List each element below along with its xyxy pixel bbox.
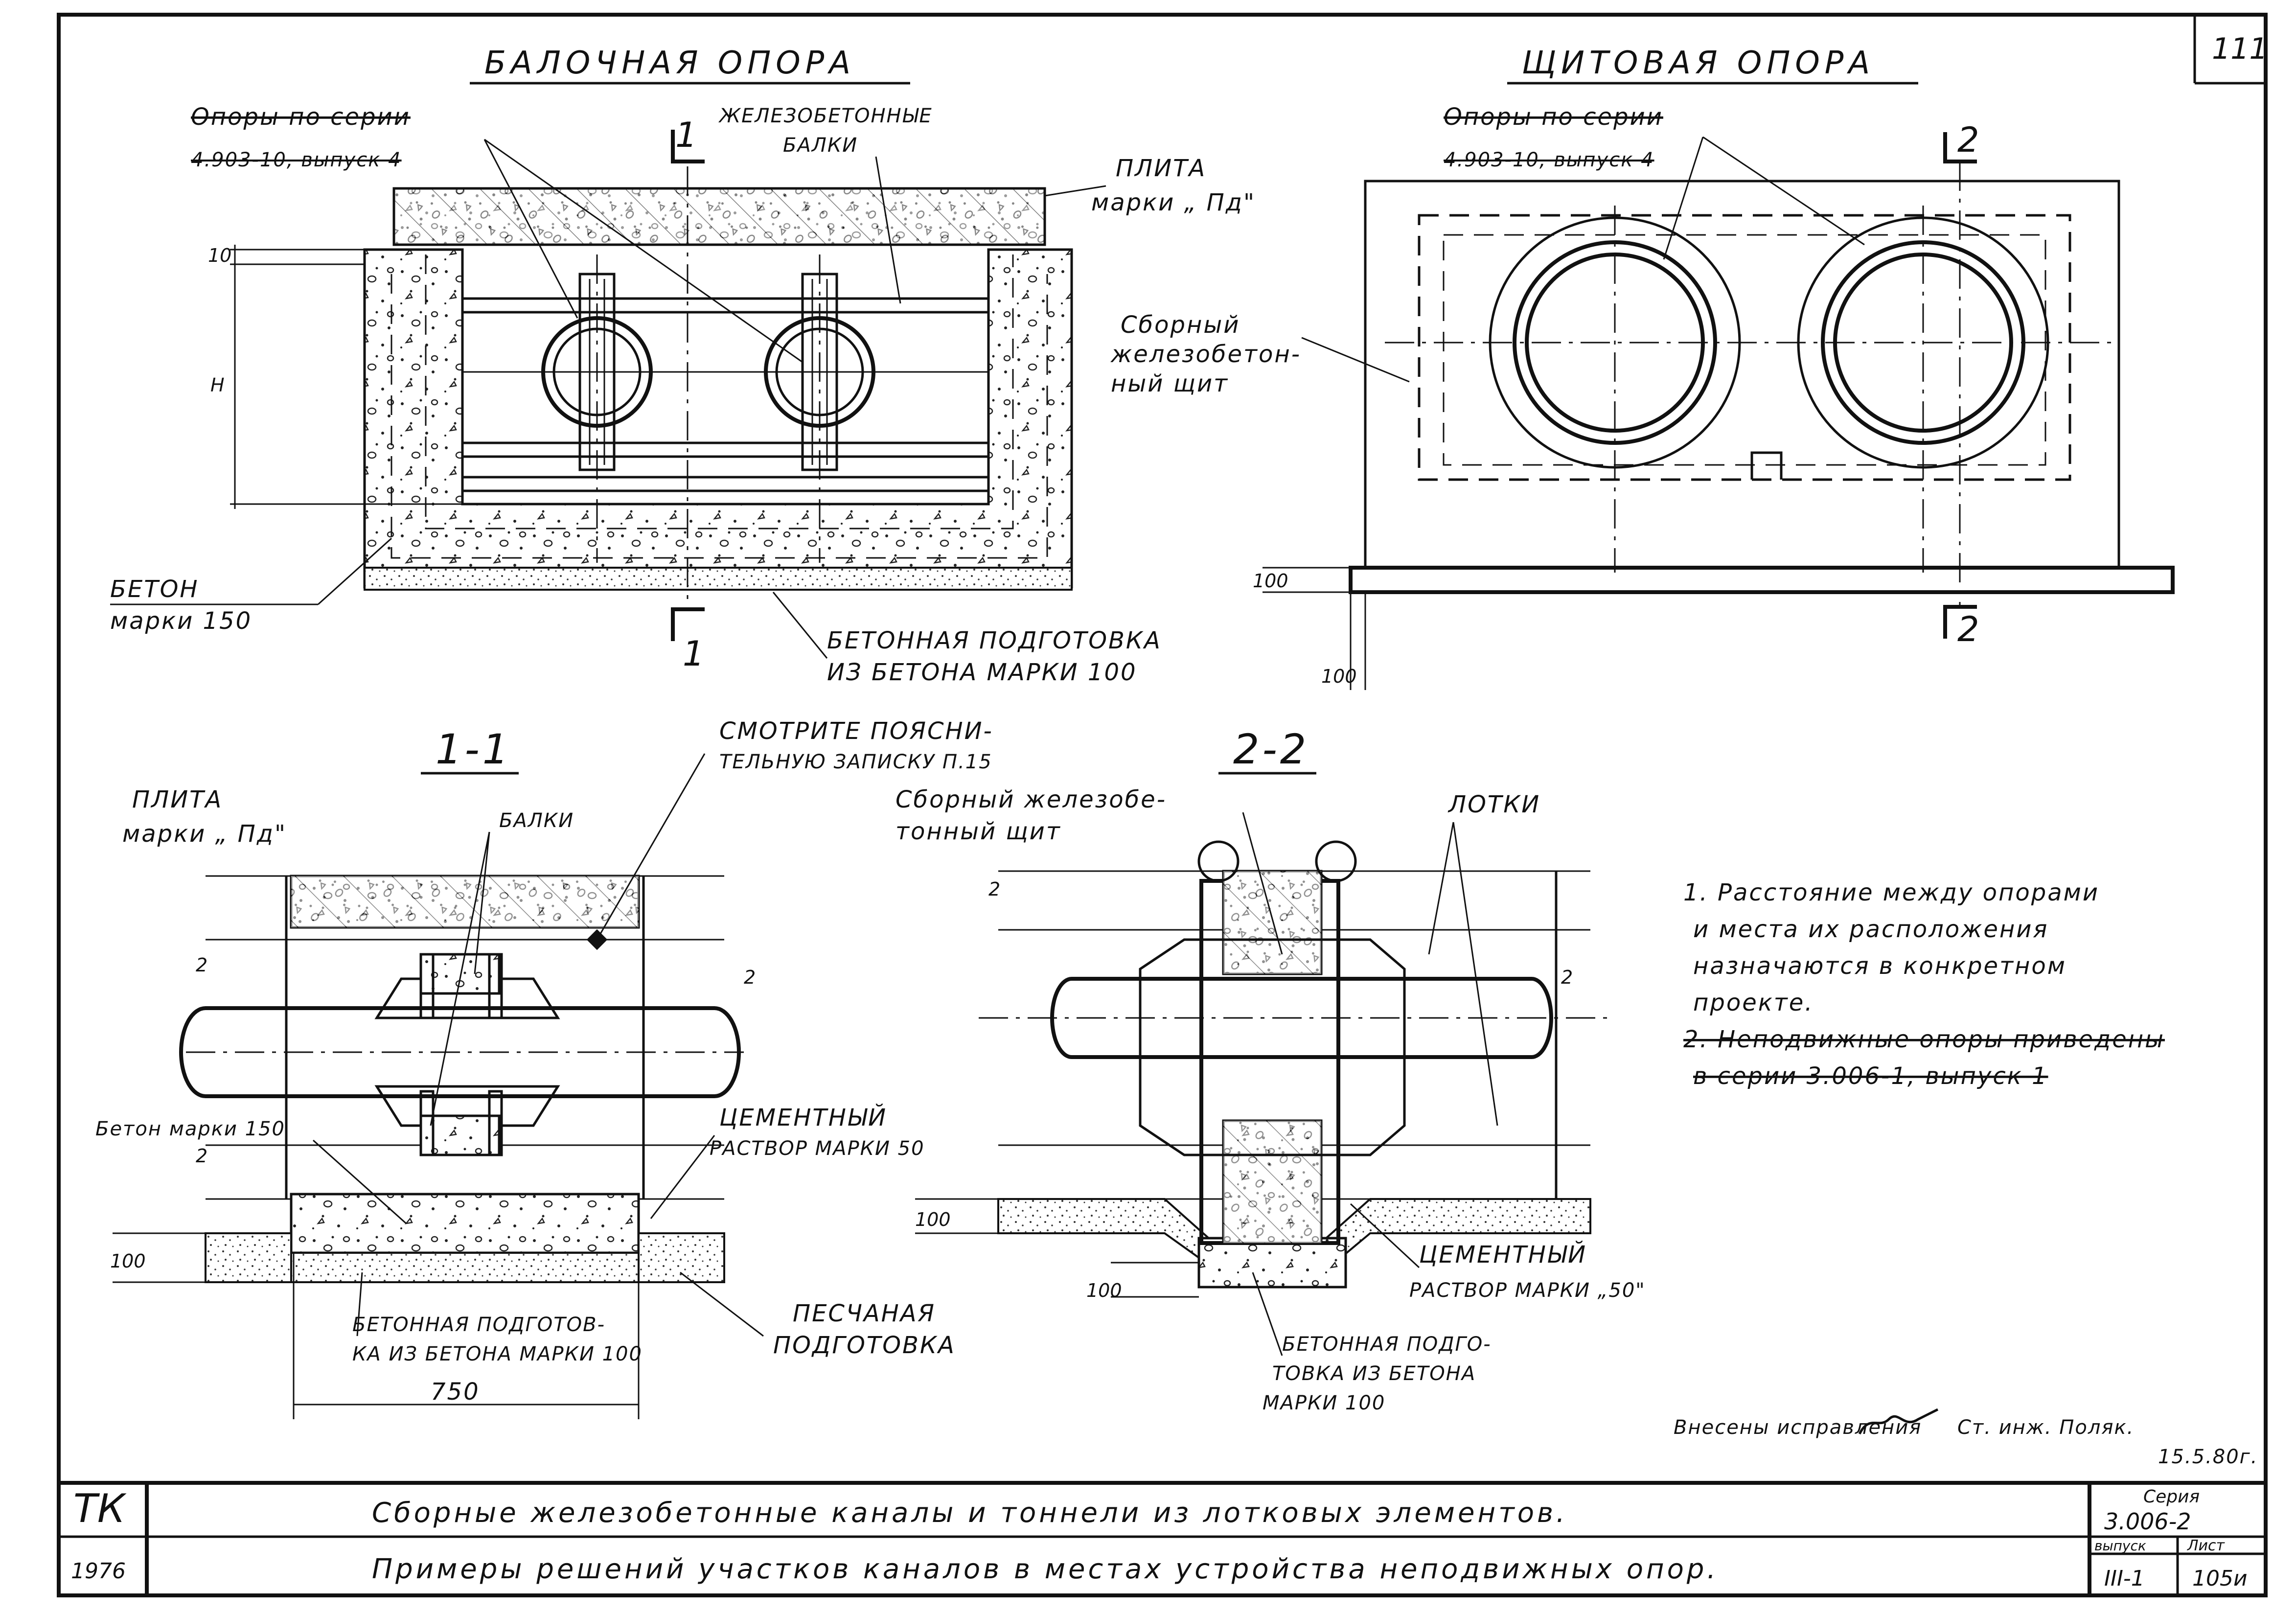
svg-text:1. Расстояние между опорами: 1. Расстояние между опорами <box>1683 879 2099 906</box>
section-1-1-title: 1-1 <box>436 725 511 773</box>
svg-text:1: 1 <box>683 634 705 674</box>
svg-text:ЦЕМЕНТНЫЙ: ЦЕМЕНТНЫЙ <box>1419 1241 1587 1268</box>
svg-text:1: 1 <box>675 115 697 155</box>
svg-text:100: 100 <box>915 1209 951 1230</box>
svg-text:100: 100 <box>1253 570 1288 592</box>
svg-text:100: 100 <box>1321 666 1357 687</box>
svg-text:ТОВКА ИЗ БЕТОНА: ТОВКА ИЗ БЕТОНА <box>1272 1362 1476 1385</box>
svg-text:РАСТВОР МАРКИ 50: РАСТВОР МАРКИ 50 <box>710 1137 925 1160</box>
svg-text:выпуск: выпуск <box>2094 1538 2146 1554</box>
svg-text:Опоры по серии: Опоры по серии <box>1444 103 1663 131</box>
section-1-1: 1-1 750 100 2 <box>95 717 993 1419</box>
svg-text:Внесены исправления: Внесены исправления <box>1674 1416 1922 1439</box>
svg-text:4.903-10, выпуск 4: 4.903-10, выпуск 4 <box>191 149 402 171</box>
svg-text:2: 2 <box>1957 609 1979 649</box>
svg-text:10: 10 <box>208 245 231 266</box>
year: 1976 <box>71 1559 126 1584</box>
svg-text:Сборный: Сборный <box>1121 311 1240 339</box>
svg-text:2: 2 <box>744 967 756 988</box>
svg-text:железобетон-: железобетон- <box>1110 341 1301 368</box>
concrete-prep <box>364 567 1073 591</box>
svg-text:H: H <box>210 374 225 396</box>
svg-text:ПЕСЧАНАЯ: ПЕСЧАНАЯ <box>793 1300 936 1327</box>
svg-text:и места их расположения: и места их расположения <box>1693 916 2048 943</box>
svg-text:тонный щит: тонный щит <box>895 818 1061 845</box>
svg-text:БЕТОННАЯ ПОДГОТОВ-: БЕТОННАЯ ПОДГОТОВ- <box>352 1314 605 1336</box>
svg-text:ПЛИТА: ПЛИТА <box>1116 155 1206 182</box>
svg-text:ТЕЛЬНУЮ ЗАПИСКУ П.15: ТЕЛЬНУЮ ЗАПИСКУ П.15 <box>719 751 992 773</box>
svg-text:Лист: Лист <box>2187 1537 2226 1554</box>
svg-text:БАЛКИ: БАЛКИ <box>499 809 574 832</box>
title-sub: Примеры решений участков каналов в места… <box>372 1553 1719 1585</box>
svg-text:марки „ Пд": марки „ Пд" <box>122 820 287 848</box>
panel-support-view: ЩИТОВАЯ ОПОРА 2 2 100 100 <box>1110 45 2175 690</box>
revision-note: Внесены исправления Ст. инж. Поляк. 15.5… <box>1674 1408 2258 1468</box>
svg-text:ПОДГОТОВКА: ПОДГОТОВКА <box>773 1332 956 1359</box>
svg-text:ПЛИТА: ПЛИТА <box>132 786 223 813</box>
svg-text:РАСТВОР МАРКИ „50": РАСТВОР МАРКИ „50" <box>1409 1279 1646 1302</box>
svg-text:ИЗ БЕТОНА МАРКИ 100: ИЗ БЕТОНА МАРКИ 100 <box>827 659 1137 686</box>
svg-text:марки 150: марки 150 <box>110 607 252 635</box>
svg-text:БЕТОННАЯ ПОДГО-: БЕТОННАЯ ПОДГО- <box>1282 1333 1492 1356</box>
svg-text:2: 2 <box>196 1145 207 1167</box>
svg-text:ный щит: ный щит <box>1111 370 1229 397</box>
svg-text:марки „ Пд": марки „ Пд" <box>1091 189 1256 216</box>
svg-text:ЖЕЛЕЗОБЕТОННЫЕ: ЖЕЛЕЗОБЕТОННЫЕ <box>718 105 933 127</box>
title-main: Сборные железобетонные каналы и тоннели … <box>372 1497 1568 1529</box>
sheet-border <box>57 13 2268 1597</box>
svg-text:4.903-10, выпуск 4: 4.903-10, выпуск 4 <box>1444 149 1654 171</box>
pipe-1-1 <box>179 1006 741 1098</box>
svg-text:БЕТОН: БЕТОН <box>110 576 199 603</box>
svg-text:ЛОТКИ: ЛОТКИ <box>1447 791 1540 818</box>
svg-text:ЦЕМЕНТНЫЙ: ЦЕМЕНТНЫЙ <box>719 1104 887 1131</box>
pipe-2-2 <box>1050 977 1553 1059</box>
sheet-number: 111 <box>2212 32 2268 66</box>
svg-text:Сборный железобе-: Сборный железобе- <box>895 786 1167 813</box>
general-notes: 1. Расстояние между опорами и места их р… <box>1683 879 2165 1090</box>
svg-text:750: 750 <box>431 1378 480 1406</box>
svg-text:Ст. инж. Поляк.: Ст. инж. Поляк. <box>1957 1416 2134 1439</box>
beam-support-title: БАЛОЧНАЯ ОПОРА <box>484 45 855 81</box>
svg-text:15.5.80г.: 15.5.80г. <box>2158 1446 2258 1468</box>
panel-support-title: ЩИТОВАЯ ОПОРА <box>1522 45 1875 81</box>
svg-text:2: 2 <box>1561 967 1573 988</box>
svg-text:назначаются в конкретном: назначаются в конкретном <box>1693 952 2066 980</box>
beam-support-view: БАЛОЧНАЯ ОПОРА <box>110 45 1256 686</box>
svg-text:в серии 3.006-1, выпуск 1: в серии 3.006-1, выпуск 1 <box>1693 1062 2048 1090</box>
issue-number: III-1 <box>2104 1566 2145 1591</box>
svg-text:БАЛКИ: БАЛКИ <box>783 134 858 157</box>
section-2-2: 2-2 100 100 2 2 Сборный железобе- т <box>895 725 1646 1414</box>
svg-text:2: 2 <box>1957 120 1979 160</box>
svg-text:МАРКИ 100: МАРКИ 100 <box>1263 1392 1385 1414</box>
svg-text:2: 2 <box>196 954 207 976</box>
concrete-channel <box>363 248 1073 589</box>
svg-text:КА ИЗ БЕТОНА МАРКИ 100: КА ИЗ БЕТОНА МАРКИ 100 <box>352 1343 643 1365</box>
svg-text:100: 100 <box>1086 1280 1122 1301</box>
svg-text:2: 2 <box>988 878 1000 900</box>
svg-text:Бетон марки 150: Бетон марки 150 <box>95 1118 285 1140</box>
org-code: ТК <box>73 1486 127 1531</box>
svg-text:Опоры по серии: Опоры по серии <box>191 103 411 131</box>
svg-text:СМОТРИТЕ ПОЯСНИ-: СМОТРИТЕ ПОЯСНИ- <box>719 717 993 745</box>
svg-text:2. Неподвижные опоры приведены: 2. Неподвижные опоры приведены <box>1683 1026 2165 1053</box>
series-number: 3.006-2 <box>2104 1508 2191 1535</box>
svg-text:БЕТОННАЯ ПОДГОТОВКА: БЕТОННАЯ ПОДГОТОВКА <box>827 627 1162 654</box>
svg-text:проекте.: проекте. <box>1693 989 1814 1016</box>
sheet-number-tb: 105и <box>2192 1566 2248 1591</box>
svg-text:Серия: Серия <box>2143 1487 2200 1507</box>
section-2-2-title: 2-2 <box>1233 725 1309 773</box>
svg-text:100: 100 <box>110 1250 146 1272</box>
title-block: ТК 1976 Сборные железобетонные каналы и … <box>59 1481 2266 1595</box>
